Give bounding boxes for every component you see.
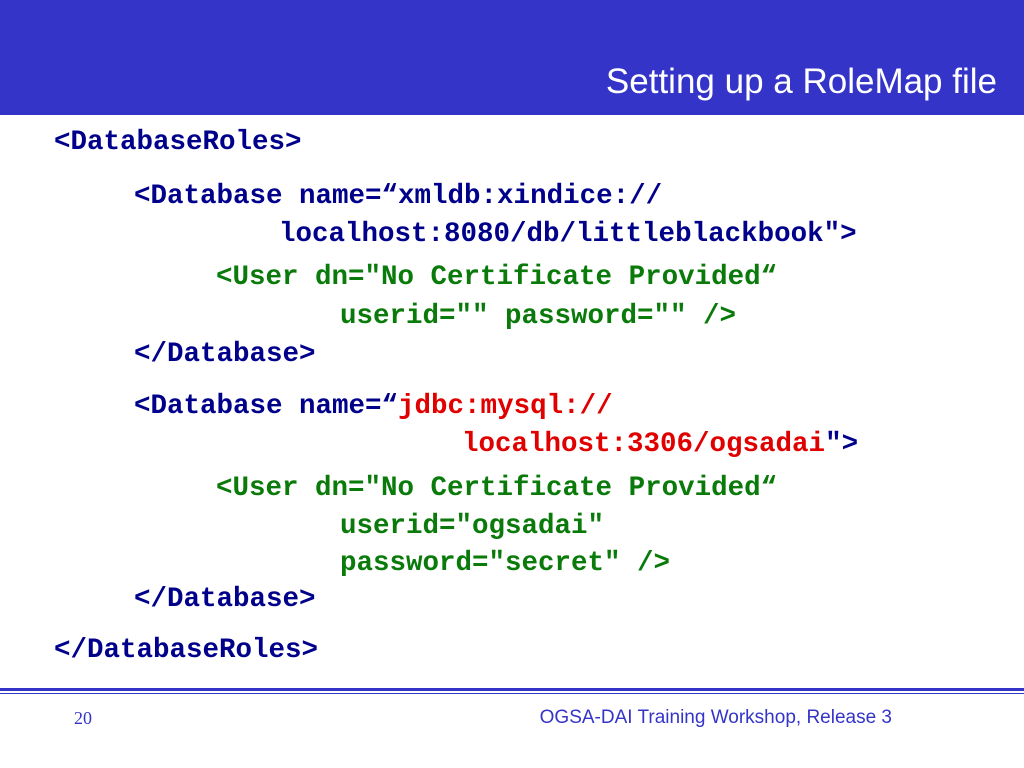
code-line-database-close-2: </Database> (134, 584, 316, 615)
footer-text: OGSA-DAI Training Workshop, Release 3 (539, 707, 892, 728)
code-token-mysql-host: localhost:3306/ogsadai (462, 429, 826, 460)
code-line-database-close-1: </Database> (134, 339, 316, 370)
code-line-user-credentials-1: userid="" password="" /> (340, 301, 737, 332)
code-line-user-userid-2: userid="ogsadai" (340, 511, 605, 542)
code-line-database-xindice-open: <Database name=“xmldb:xindice:// (134, 181, 663, 212)
header-divider (0, 115, 1024, 118)
footer-rule-thin (0, 693, 1024, 694)
code-line-database-roles-open: <DatabaseRoles> (54, 127, 302, 158)
code-line-user-dn-1: <User dn="No Certificate Provided“ (216, 262, 778, 293)
code-line-database-mysql-open: <Database name=“jdbc:mysql:// (134, 388, 613, 426)
code-line-database-roles-close: </DatabaseRoles> (54, 635, 319, 666)
page-number: 20 (74, 708, 92, 728)
code-line-user-dn-2: <User dn="No Certificate Provided“ (216, 473, 778, 504)
header-band (0, 0, 1024, 115)
code-line-mysql-url: localhost:3306/ogsadai"> (462, 426, 858, 464)
code-token-database-name: <Database name=“ (134, 391, 399, 422)
code-line-user-password-2: password="secret" /> (340, 548, 671, 579)
slide-title: Setting up a RoleMap file (605, 62, 997, 101)
footer-rule (0, 688, 1024, 691)
code-token-tag-end: "> (825, 429, 859, 460)
code-line-xindice-url: localhost:8080/db/littleblackbook"> (279, 219, 857, 250)
code-token-jdbc-prefix: jdbc:mysql:// (398, 391, 613, 422)
